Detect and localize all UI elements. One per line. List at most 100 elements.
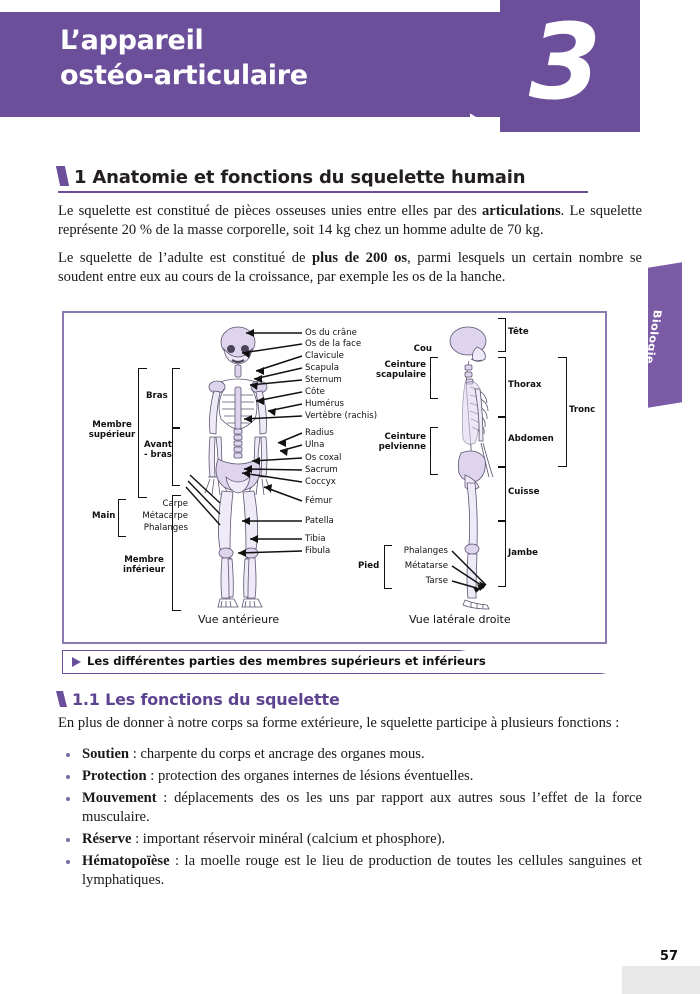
label-tete: Tête <box>508 327 529 337</box>
label-os-du-crane: Os du crâne <box>305 328 357 338</box>
subsection-heading: 1.1 Les fonctions du squelette <box>72 690 340 709</box>
figure-skeleton: Membre supérieur Bras Avant - bras Main … <box>62 311 607 644</box>
function-text: charpente du corps et ancrage des organe… <box>140 745 425 762</box>
label-membre-inferieur: Membre inférieur <box>118 555 170 575</box>
label-sacrum: Sacrum <box>305 465 338 475</box>
bracket-membre-inferieur <box>172 495 181 611</box>
chapter-title-line2: ostéo-articulaire <box>60 59 308 91</box>
label-tibia: Tibia <box>305 534 326 544</box>
function-text: la moelle rouge est le lieu de productio… <box>82 852 642 888</box>
label-phalanges-main: Phalanges <box>143 523 188 533</box>
list-item: Mouvement : déplacements des os les uns … <box>58 789 642 827</box>
label-phalanges-pied: Phalanges <box>403 546 448 556</box>
function-term: Mouvement <box>82 789 157 806</box>
paragraph-1-bold: articulations <box>482 203 561 219</box>
label-ceinture-scapulaire-l2: scapulaire <box>375 369 426 380</box>
subsection-heading-row: 1.1 Les fonctions du squelette <box>56 690 588 710</box>
bracket-ceinture-pelvienne <box>430 427 438 475</box>
label-ceinture-scapulaire-l1: Ceinture <box>384 360 427 370</box>
label-membre-superieur: Membre supérieur <box>86 420 138 440</box>
bracket-tronc <box>558 357 567 467</box>
bracket-ceinture-scapulaire <box>430 357 438 399</box>
label-os-de-la-face: Os de la face <box>305 339 362 349</box>
label-coccyx: Coccyx <box>305 477 336 487</box>
functions-list: Soutien : charpente du corps et ancrage … <box>58 745 642 890</box>
label-femur: Fémur <box>305 496 333 506</box>
label-bras: Bras <box>146 391 168 401</box>
list-item: Réserve : important réservoir minéral (c… <box>58 830 642 849</box>
label-cuisse: Cuisse <box>508 487 540 497</box>
leader-lines-main <box>185 474 221 526</box>
bracket-jambe <box>498 521 506 587</box>
section-heading-rule <box>58 191 588 193</box>
label-cote: Côte <box>305 387 325 397</box>
section-heading: 1 Anatomie et fonctions du squelette hum… <box>74 167 526 188</box>
list-item: Hématopoïèse : la moelle rouge est le li… <box>58 852 642 890</box>
list-item: Soutien : charpente du corps et ancrage … <box>58 745 642 764</box>
section-heading-row: 1 Anatomie et fonctions du squelette hum… <box>55 166 588 188</box>
label-avant-bras-l1: Avant <box>144 440 172 450</box>
label-patella: Patella <box>305 516 334 526</box>
label-ulna: Ulna <box>305 440 325 450</box>
label-avant-bras-l2: - bras <box>144 449 172 460</box>
function-term: Réserve <box>82 830 132 847</box>
paragraph-1-part-a: Le squelette est constitué de pièces oss… <box>58 203 482 219</box>
label-metatarse: Métatarse <box>404 561 448 571</box>
label-scapula: Scapula <box>305 363 340 373</box>
figure-caption-text: Les différentes parties des membres supé… <box>87 654 486 668</box>
list-item: Protection : protection des organes inte… <box>58 767 642 786</box>
function-text: déplacements des os les uns par rapport … <box>82 789 642 825</box>
anterior-leader-lines <box>237 329 303 557</box>
label-membre-inferieur-l2: inférieur <box>123 564 165 575</box>
label-thorax: Thorax <box>508 380 542 390</box>
paragraph-2-part-a: Le squelette de l’adulte est constitué d… <box>58 249 313 266</box>
label-ceinture-pelvienne-l1: Ceinture <box>384 432 427 442</box>
label-membre-superieur-l1: Membre <box>92 420 132 430</box>
function-text: protection des organes internes de lésio… <box>157 767 474 784</box>
paragraph-1: Le squelette est constitué de pièces oss… <box>58 202 642 240</box>
function-separator: : <box>156 789 175 806</box>
label-os-coxal: Os coxal <box>305 453 342 463</box>
subsection-marker-icon <box>56 691 67 707</box>
label-ceinture-scapulaire: Ceinture scapulaire <box>356 360 427 380</box>
subsection-block: 1.1 Les fonctions du squelette En plus d… <box>0 690 700 893</box>
function-text: important réservoir minéral (calcium et … <box>142 830 446 847</box>
paragraph-1-part-c: . Le squelette représente 20 % de la mas… <box>58 203 642 238</box>
bracket-membre-superieur <box>138 368 147 498</box>
label-membre-superieur-l2: supérieur <box>88 429 136 440</box>
page-number: 57 <box>659 949 678 964</box>
view-caption-anterior: Vue antérieure <box>198 613 280 626</box>
label-humerus: Humérus <box>305 399 345 409</box>
chapter-number: 3 <box>528 1 602 123</box>
label-pied: Pied <box>358 561 380 571</box>
chapter-header: L’appareil ostéo-articulaire 3 <box>0 0 700 132</box>
leader-lines-pied <box>451 550 487 593</box>
view-caption-lateral: Vue latérale droite <box>409 613 511 626</box>
label-membre-inferieur-l1: Membre <box>124 555 164 565</box>
chapter-title: L’appareil ostéo-articulaire <box>60 24 440 93</box>
figure-inner: Membre supérieur Bras Avant - bras Main … <box>64 313 605 642</box>
label-carpe: Carpe <box>162 499 188 509</box>
subsection-intro: En plus de donner à notre corps sa forme… <box>58 715 620 731</box>
paragraph-2-bold: plus de 200 os <box>312 249 408 266</box>
function-term: Soutien <box>82 745 130 762</box>
label-avant-bras: Avant - bras <box>144 440 172 460</box>
bracket-abdomen <box>498 417 506 467</box>
footer-block <box>622 966 700 994</box>
label-tarse: Tarse <box>425 576 448 586</box>
anterior-skeleton-illustration <box>204 326 272 608</box>
label-clavicule: Clavicule <box>305 351 344 361</box>
bracket-tete <box>498 318 506 352</box>
paragraph-2-part-c: , parmi lesquels un certain nombre se so… <box>58 249 643 285</box>
paragraph-2: Le squelette de l’adulte est constitué d… <box>58 249 642 287</box>
bracket-cuisse <box>498 467 506 521</box>
bracket-main <box>118 499 126 537</box>
label-abdomen: Abdomen <box>508 434 554 444</box>
label-ceinture-pelvienne-l2: pelvienne <box>378 441 426 452</box>
label-vertebre: Vertèbre (rachis) <box>305 411 378 421</box>
function-separator: : <box>146 767 158 784</box>
bracket-avant-bras <box>172 428 180 486</box>
section-marker-icon <box>55 166 70 186</box>
function-term: Protection <box>82 767 147 784</box>
function-term: Hématopoïèse <box>82 852 170 869</box>
